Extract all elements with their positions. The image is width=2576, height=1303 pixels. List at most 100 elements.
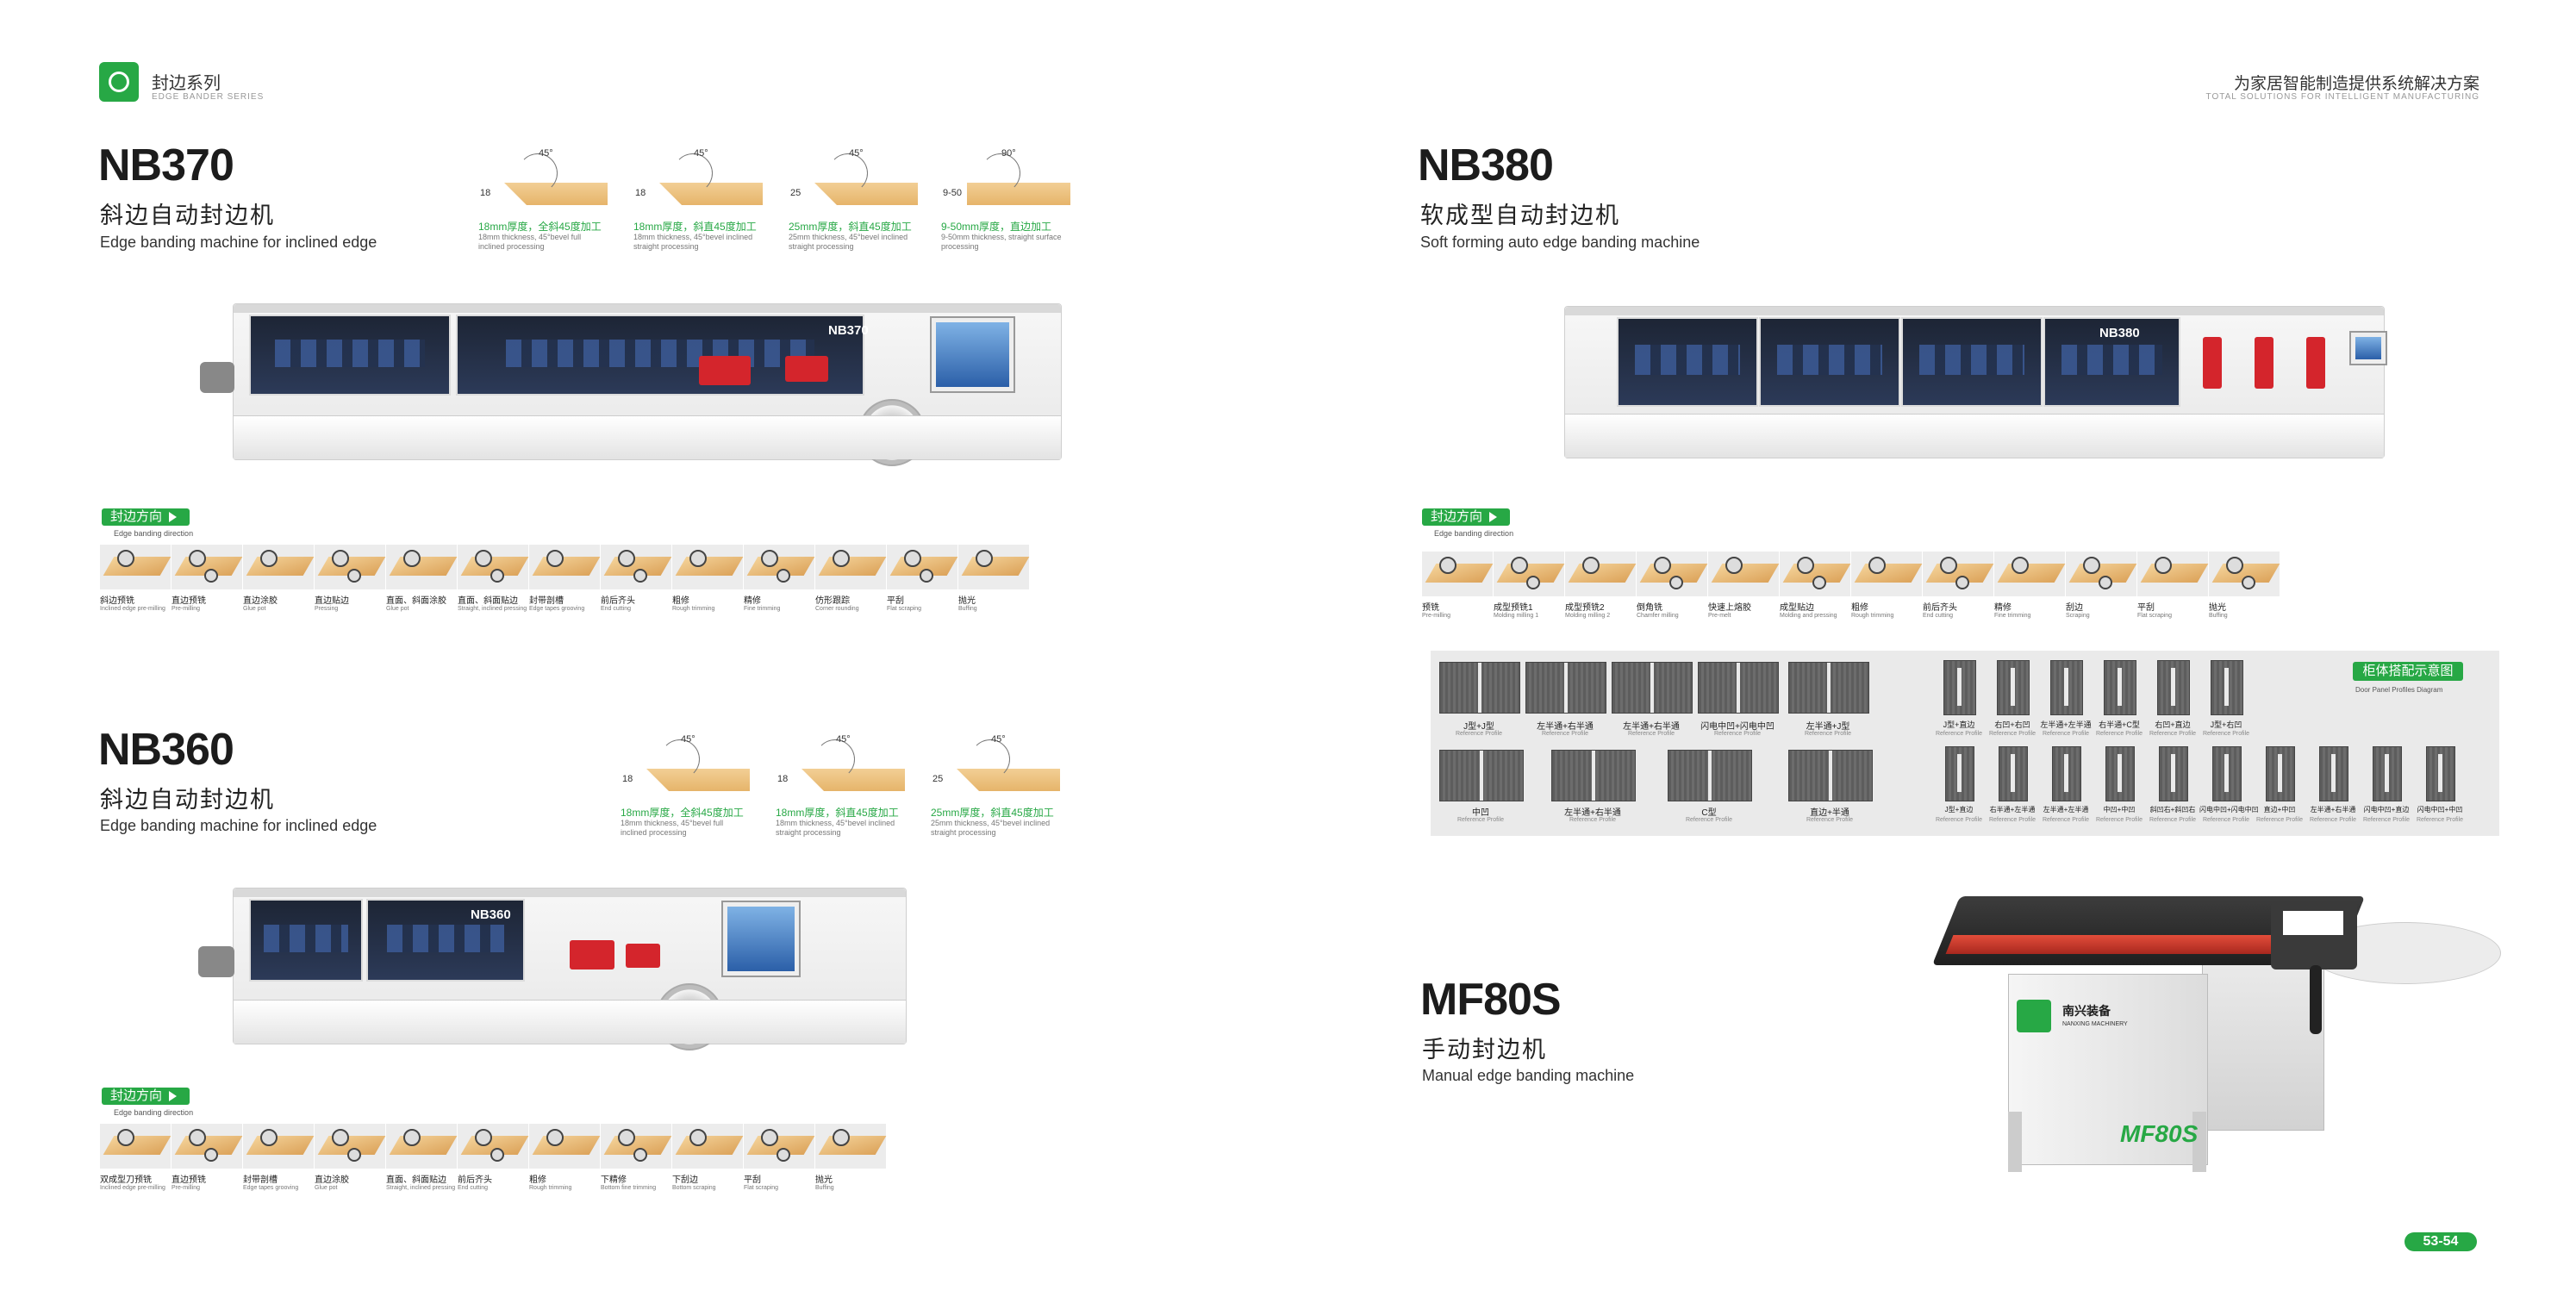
side-profile-sublabel: Reference Profile: [1935, 731, 1983, 737]
door-profile-sublabel: Reference Profile: [1569, 817, 1617, 823]
process-step-label: 直边贴边: [315, 596, 349, 606]
nb360-name-cn: 斜边自动封边机: [100, 787, 275, 813]
door-profile-sample: [1788, 750, 1873, 801]
side-profile-label: J型+直边: [1944, 806, 1974, 814]
process-step-illustration: [1851, 552, 1923, 596]
nb380-name-en: Soft forming auto edge banding machine: [1420, 234, 1700, 251]
slogan: 为家居智能制造提供系统解决方案: [2233, 75, 2479, 93]
process-step-label-en: Pre-milling: [1422, 613, 1451, 619]
side-profile-sublabel: Reference Profile: [2149, 817, 2197, 823]
nb360-machine-image: NB360: [233, 888, 907, 1051]
process-step-label-en: Straight, inclined pressing: [458, 606, 527, 612]
process-step-label: 快速上熔胶: [1708, 603, 1751, 613]
arrow-right-icon: [169, 1091, 178, 1102]
process-step-label-en: Rough trimming: [672, 606, 715, 612]
mf80s-name-cn: 手动封边机: [1422, 1037, 1547, 1063]
process-step-label-en: Bottom fine trimming: [601, 1185, 657, 1191]
process-step-label-en: Buffing: [958, 606, 977, 612]
nb360-direction-tag: 封边方向: [102, 1088, 190, 1105]
side-profile-sample: [2157, 660, 2190, 715]
process-step-illustration: [172, 1124, 243, 1169]
side-profile-sublabel: Reference Profile: [2362, 817, 2411, 823]
process-step-label-en: Pressing: [315, 606, 339, 612]
process-step-label: 预铣: [1422, 603, 1439, 613]
side-profile-label: 右半通+左半通: [1989, 806, 2036, 814]
side-profile-label: 左半通+左半通: [2043, 806, 2089, 814]
cabinet-diagram-title: 柜体搭配示意图: [2353, 662, 2463, 681]
process-step-label: 抛光: [2209, 603, 2226, 613]
process-step-illustration: [744, 1124, 815, 1169]
door-profile-sample: [1439, 750, 1524, 801]
side-profile-sample: [2105, 746, 2135, 801]
process-step-label: 直边涂胶: [243, 596, 278, 606]
door-profile-sublabel: Reference Profile: [1713, 731, 1762, 737]
process-step-illustration: [458, 545, 529, 589]
side-profile-label: 右凹+右凹: [1994, 720, 2030, 729]
cabinet-diagram-subtitle: Door Panel Profiles Diagram: [2355, 686, 2443, 694]
process-step-illustration: [315, 545, 386, 589]
side-profile-sublabel: Reference Profile: [2202, 731, 2250, 737]
side-profile-sample: [2212, 746, 2242, 801]
process-step-illustration: [243, 1124, 315, 1169]
arrow-right-icon: [1489, 512, 1498, 523]
side-profile-label: J型+右凹: [2210, 720, 2242, 729]
door-profile-label: 闪电中凹+闪电中凹: [1700, 722, 1775, 732]
side-profile-sample: [2266, 746, 2295, 801]
nb360-end-roller: [198, 946, 234, 977]
nb370-direction-tag: 封边方向: [102, 508, 190, 526]
series-title: 封边系列: [152, 74, 221, 93]
process-step-label-en: Glue pot: [386, 606, 409, 612]
process-step-label-en: Buffing: [2209, 613, 2228, 619]
process-step-label: 粗修: [1851, 603, 1868, 613]
mf80s-name-en: Manual edge banding machine: [1422, 1067, 1635, 1084]
nb360-direction-en: Edge banding direction: [114, 1108, 194, 1117]
nb370-machine-label: NB370: [828, 323, 869, 338]
process-step-label-en: Edge tapes grooving: [529, 606, 585, 612]
process-step-label-en: Fine trimming: [744, 606, 781, 612]
process-step-label: 直面、斜面贴边: [386, 1175, 446, 1185]
nb380-direction-en: Edge banding direction: [1434, 529, 1514, 538]
process-step-label: 斜边预铣: [100, 596, 134, 606]
process-step-label-en: Straight, inclined pressing: [386, 1185, 456, 1191]
door-profile-sample: [1439, 662, 1520, 714]
mf80s-rail: [1945, 935, 2307, 954]
door-profile-label: 中凹: [1472, 808, 1489, 818]
process-step-illustration: [958, 545, 1030, 589]
side-profile-label: 左半通+左半通: [2040, 720, 2092, 729]
nb380-machine-label: NB380: [2099, 326, 2140, 340]
process-step-illustration: [1494, 552, 1565, 596]
process-step-label: 直边预铣: [172, 596, 206, 606]
process-step-illustration: [1422, 552, 1494, 596]
side-profile-sample: [1943, 660, 1976, 715]
nb380-model: NB380: [1418, 140, 1554, 190]
process-step-label: 抛光: [815, 1175, 833, 1185]
side-profile-label: 斜凹右+斜凹右: [2149, 806, 2196, 814]
process-step-label-en: Molding milling 1: [1494, 613, 1539, 619]
process-step-illustration: [1780, 552, 1851, 596]
door-profile-sample: [1525, 662, 1606, 714]
process-step-label-en: Glue pot: [315, 1185, 338, 1191]
process-step-illustration: [887, 545, 958, 589]
process-step-label: 成型预铣1: [1494, 603, 1533, 613]
process-step-label: 平刮: [2137, 603, 2155, 613]
side-profile-sample: [2373, 746, 2402, 801]
process-step-illustration: [601, 1124, 672, 1169]
side-profile-sublabel: Reference Profile: [2202, 817, 2250, 823]
process-step-illustration: [744, 545, 815, 589]
side-profile-sample: [2426, 746, 2455, 801]
side-profile-sample: [1945, 746, 1974, 801]
